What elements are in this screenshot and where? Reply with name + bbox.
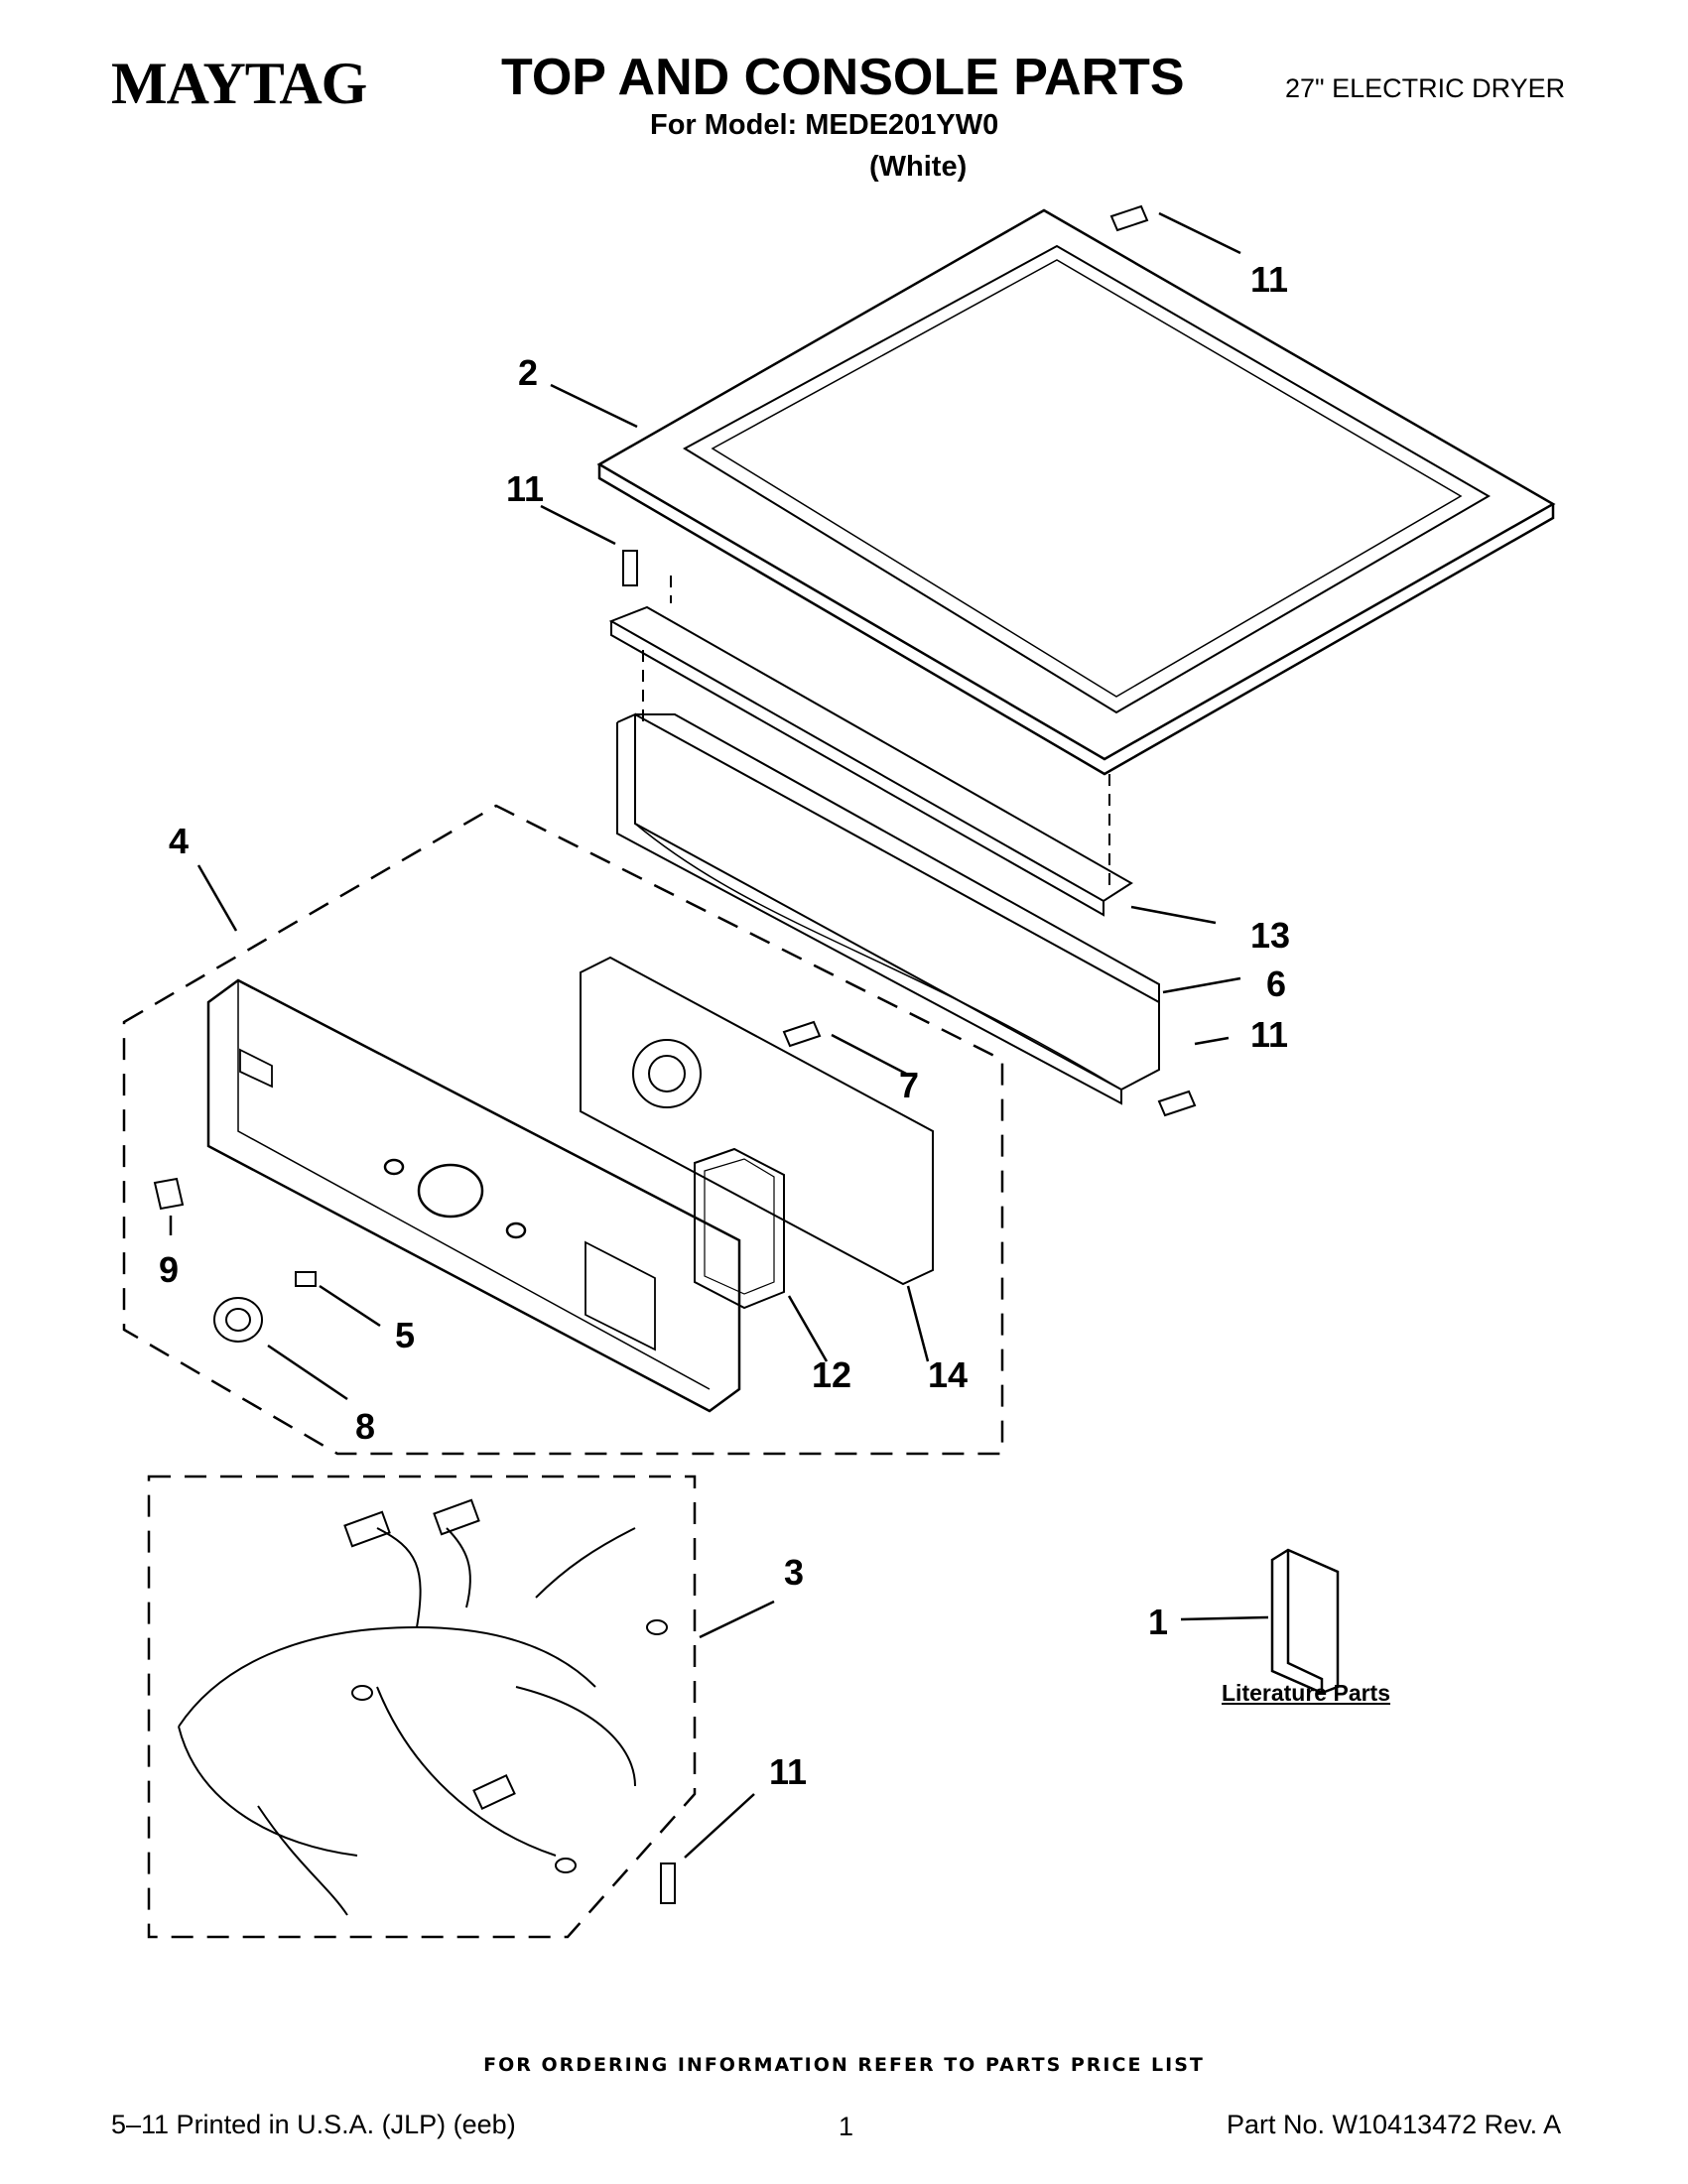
- callout-6: 6: [1266, 964, 1287, 1004]
- button-part-9: [153, 1177, 185, 1211]
- model-color: (White): [869, 151, 968, 183]
- callout-3: 3: [784, 1552, 805, 1593]
- top-panel-part: [596, 208, 1556, 776]
- product-type: 27" ELECTRIC DRYER: [1285, 73, 1566, 103]
- top-bracket-rail: [608, 605, 1133, 917]
- callout-11-bottom: 11: [769, 1751, 808, 1792]
- page-number: 1: [839, 2112, 854, 2141]
- wire-harness-part: [178, 1498, 668, 1916]
- callout-14: 14: [928, 1354, 969, 1395]
- print-info: 5–11 Printed in U.S.A. (JLP) (eeb): [111, 2110, 516, 2139]
- literature-book-part: [1270, 1548, 1340, 1695]
- console-panel-part: [206, 978, 741, 1413]
- console-group-boundary: [122, 804, 1004, 1456]
- callout-11-left: 11: [506, 468, 545, 509]
- screw-part-7: [782, 1020, 822, 1048]
- callout-7: 7: [899, 1065, 920, 1105]
- page-title: TOP AND CONSOLE PARTS: [501, 49, 1185, 106]
- screw-part-11-top: [1109, 204, 1149, 232]
- shaft-part-5: [295, 1271, 317, 1287]
- wire-harness-boundary: [147, 1475, 697, 1939]
- callout-5: 5: [395, 1315, 416, 1355]
- callout-12: 12: [812, 1354, 852, 1395]
- literature-parts-label: Literature Parts: [1222, 1680, 1391, 1706]
- ordering-note: FOR ORDERING INFORMATION REFER TO PARTS …: [483, 2054, 1205, 2076]
- screw-part-11-right: [1157, 1090, 1197, 1117]
- display-module-part: [694, 1147, 785, 1310]
- small-parts: [153, 204, 1197, 1904]
- knob-part-8: [213, 1297, 263, 1343]
- callout-2: 2: [518, 352, 539, 393]
- callout-13: 13: [1250, 915, 1291, 956]
- screw-part-11-bottom: [660, 1863, 676, 1904]
- brand-logo: MAYTAG: [111, 51, 367, 116]
- leader-arrows: [169, 211, 1269, 1859]
- callout-1: 1: [1148, 1602, 1169, 1642]
- part-number: Part No. W10413472 Rev. A: [1227, 2110, 1562, 2139]
- model-number: For Model: MEDE201YW0: [650, 109, 999, 141]
- callout-11-top: 11: [1250, 259, 1289, 300]
- screw-part-11-left: [622, 550, 638, 586]
- callout-9: 9: [159, 1249, 180, 1290]
- console-bracket-part: [616, 712, 1160, 1105]
- alignment-lines: [642, 576, 1110, 888]
- callout-11-right: 11: [1250, 1014, 1289, 1055]
- callout-8: 8: [355, 1406, 376, 1447]
- control-board-part: [580, 956, 934, 1286]
- callout-4: 4: [169, 821, 190, 861]
